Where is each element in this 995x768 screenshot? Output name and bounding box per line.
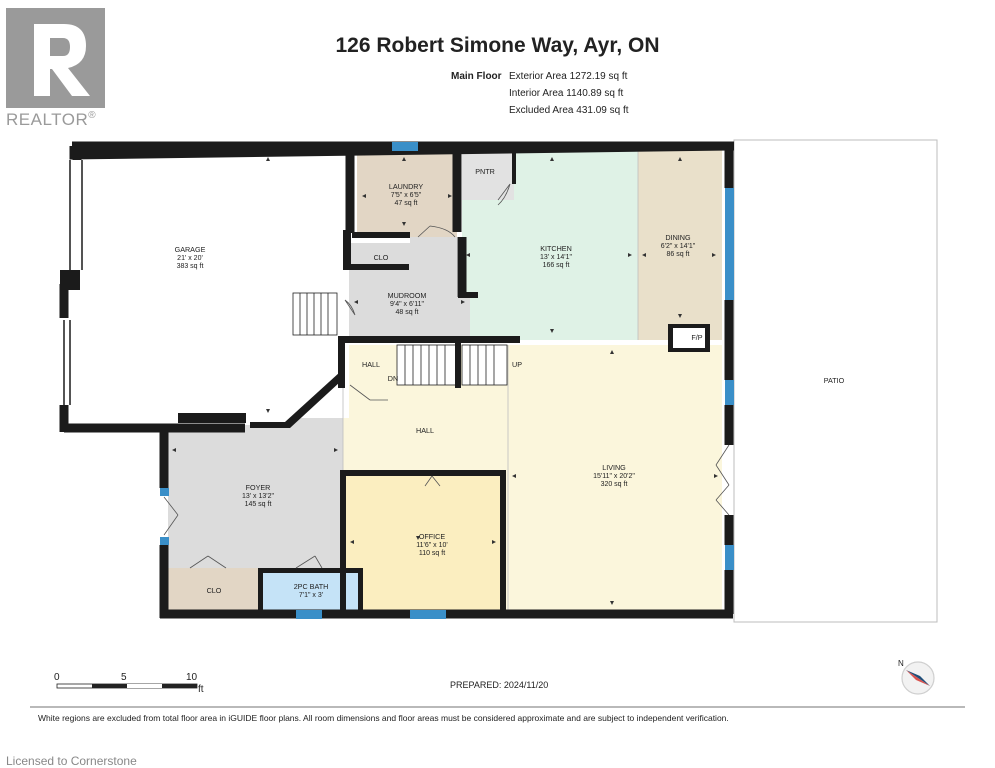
scale-bar: 0 5 10 ft: [54, 672, 204, 695]
pntr-name: PNTR: [475, 167, 495, 176]
patio-label: PATIO: [824, 376, 845, 385]
living-dims: 15'11" x 20'2": [593, 473, 635, 480]
compass-north-label: N: [898, 659, 904, 668]
kitchen-name: KITCHEN: [540, 244, 572, 253]
realtor-wordmark-text: REALTOR: [6, 110, 89, 129]
scale-tick-0: 0: [54, 672, 60, 683]
mudroom-area: 48 sq ft: [396, 309, 419, 316]
room-fills: [80, 139, 938, 623]
bath-dims: 7'1" x 3': [299, 592, 323, 599]
clo-foyer-label: CLO: [207, 586, 222, 595]
office-name: OFFICE: [419, 532, 446, 541]
foyer-area: 145 sq ft: [245, 501, 272, 508]
mudroom-dims: 9'4" x 6'11": [390, 301, 424, 308]
office-dims: 11'6" x 10': [416, 542, 448, 549]
license-attribution: Licensed to Cornerstone: [6, 754, 137, 768]
room-labels: GARAGE 21' x 20' 383 sq ft LAUNDRY 7'5" …: [175, 167, 845, 599]
garage-name: GARAGE: [175, 245, 206, 254]
hall-fill: [343, 345, 508, 610]
kitchen-area: 166 sq ft: [543, 262, 570, 269]
living-fill: [508, 345, 722, 610]
dining-fill: [638, 150, 722, 340]
stairs-garage: [292, 292, 338, 336]
exterior-area: Exterior Area 1272.19 sq ft: [509, 71, 628, 82]
dimension-markers: [172, 157, 718, 605]
fp-box: [673, 328, 705, 348]
fp-label: F/P: [691, 333, 702, 342]
stairs-up: [461, 344, 508, 386]
prepared-date: PREPARED: 2024/11/20: [450, 680, 549, 690]
kitchen-dims: 13' x 14'1": [540, 254, 573, 261]
dining-area: 86 sq ft: [667, 251, 690, 258]
excluded-area: Excluded Area 431.09 sq ft: [509, 105, 629, 116]
dining-name: DINING: [665, 233, 691, 242]
laundry-area: 47 sq ft: [395, 200, 418, 207]
garage-diagonal-wall: [250, 372, 340, 428]
laundry-dims: 7'5" x 6'5": [391, 192, 422, 199]
scale-tick-5: 5: [121, 672, 127, 683]
dn-label: DN: [388, 374, 398, 383]
scale-unit: ft: [198, 684, 204, 695]
doors: [163, 183, 730, 569]
compass-icon: N: [898, 659, 935, 695]
page-title: 126 Robert Simone Way, Ayr, ON: [335, 34, 660, 57]
foyer-dims: 13' x 13'2": [242, 493, 275, 500]
realtor-logo: [6, 8, 105, 108]
dining-dims: 6'2" x 14'1": [661, 243, 696, 250]
pntr-fill: [462, 150, 514, 200]
stairs-down: [396, 344, 458, 386]
office-fill: [345, 475, 500, 610]
bath-name: 2PC BATH: [294, 582, 329, 591]
windows: [160, 142, 734, 619]
garage-fill: [80, 150, 349, 418]
clo-foyer-fill: [168, 568, 263, 610]
laundry-name: LAUNDRY: [389, 182, 423, 191]
garage-outer-wall: [63, 160, 83, 405]
laundry-fill: [357, 150, 457, 237]
disclaimer-text: White regions are excluded from total fl…: [38, 713, 729, 723]
up-label: UP: [512, 360, 522, 369]
living-name: LIVING: [602, 463, 626, 472]
scale-tick-10: 10: [186, 672, 198, 683]
living-area: 320 sq ft: [601, 481, 628, 488]
hall-label: HALL: [416, 426, 434, 435]
registered-mark: ®: [88, 110, 97, 121]
floor-label: Main Floor: [451, 71, 502, 82]
patio-outline: [733, 139, 938, 623]
office-area: 110 sq ft: [419, 550, 445, 557]
hall-small-label: HALL: [362, 360, 380, 369]
garage-dims: 21' x 20': [177, 255, 203, 262]
mudroom-name: MUDROOM: [388, 291, 427, 300]
clo-mud-label: CLO: [374, 253, 389, 262]
foyer-name: FOYER: [246, 483, 271, 492]
realtor-wordmark: REALTOR®: [6, 110, 96, 130]
interior-area: Interior Area 1140.89 sq ft: [509, 88, 624, 99]
garage-area: 383 sq ft: [177, 263, 204, 270]
